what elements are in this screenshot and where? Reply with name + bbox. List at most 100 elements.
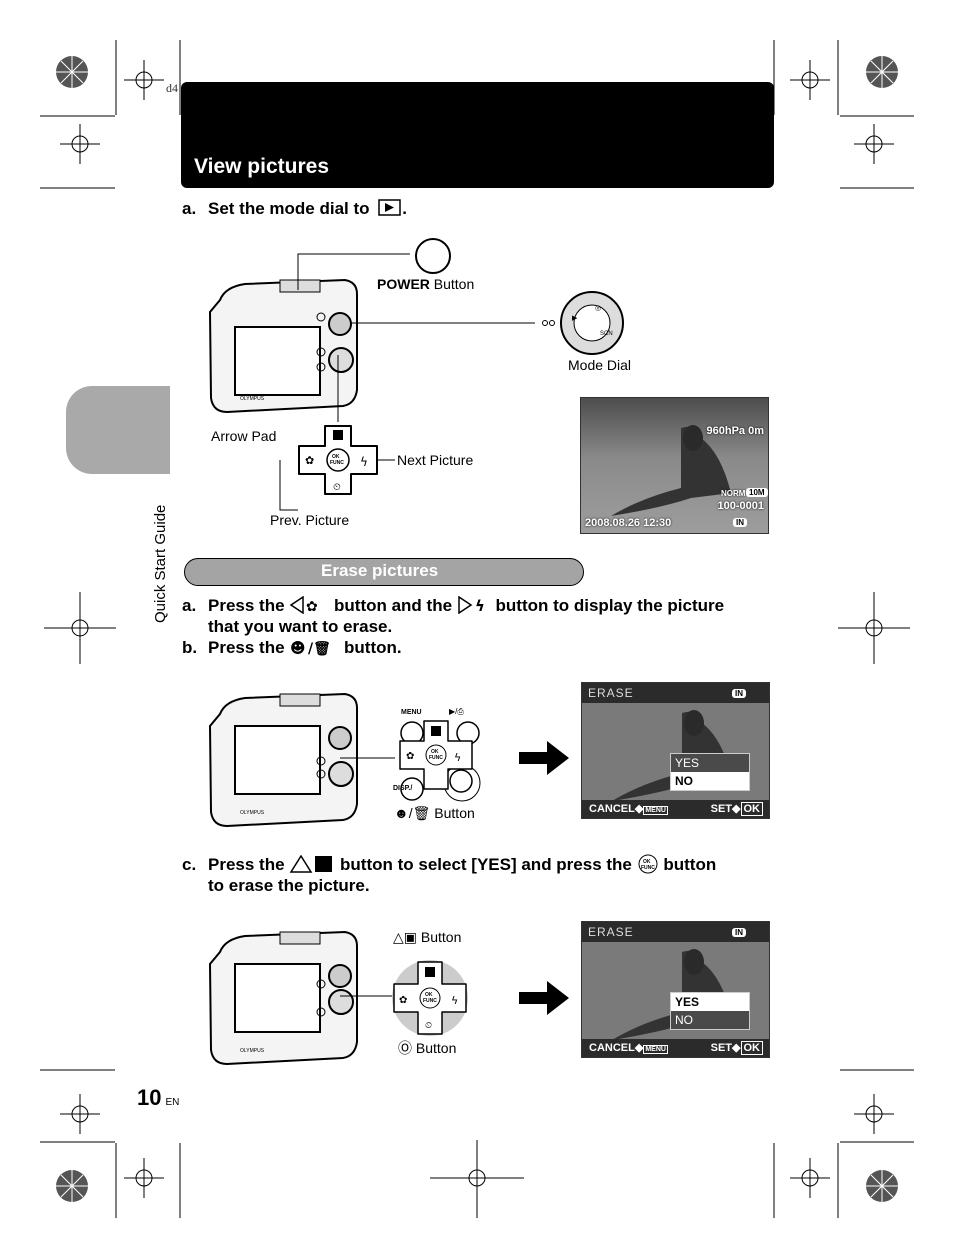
svg-text:OLYMPUS: OLYMPUS	[240, 1048, 265, 1054]
erase-icon: ☻/🗑	[394, 805, 431, 821]
side-tab	[66, 386, 170, 474]
erase-screen-yes: ERASE IN YES NO CANCEL◆MENU SET◆OK	[581, 921, 770, 1058]
erase-section-title: Erase pictures	[184, 558, 584, 586]
camera-back-illustration: OLYMPUS	[208, 278, 358, 414]
left-macro-icon: ✿	[289, 595, 318, 615]
step-text: Set the mode dial to	[208, 199, 370, 218]
option-yes[interactable]: YES	[671, 993, 749, 1011]
quality-mode: NORM	[721, 489, 746, 498]
page-title: View pictures	[194, 155, 330, 178]
svg-text:☻: ☻	[290, 639, 306, 656]
svg-text:OK: OK	[425, 992, 433, 998]
svg-text:OK: OK	[431, 749, 439, 755]
svg-text:FUNC: FUNC	[641, 865, 655, 871]
erase-menu: YES NO	[670, 753, 750, 791]
next-picture-label: Next Picture	[397, 452, 474, 468]
erase-screen-no: ERASE IN YES NO CANCEL◆MENU SET◆OK	[581, 682, 770, 819]
up-exposure-icon: △▣	[393, 929, 417, 945]
arrow-pad-icon: OK FUNC ✿ ϟ ⏲	[392, 960, 468, 1036]
camera-back-illustration: OLYMPUS	[208, 930, 358, 1066]
memory-badge: IN	[732, 928, 746, 937]
svg-text:OLYMPUS: OLYMPUS	[240, 396, 265, 402]
mode-dial-label: Mode Dial	[568, 357, 632, 373]
svg-text:✿: ✿	[406, 751, 414, 762]
erase-step-b: b.Press the ☻/🗑 button.	[182, 638, 402, 657]
erase-bottom-bar: CANCEL◆MENU SET◆OK	[582, 800, 769, 818]
svg-text:/🗑: /🗑	[308, 640, 331, 656]
disp-button-label: DISP./	[393, 785, 413, 792]
svg-text:FUNC: FUNC	[429, 755, 443, 761]
svg-text:⏲: ⏲	[333, 482, 341, 493]
set-hint: SET◆OK	[711, 802, 763, 816]
option-no[interactable]: NO	[675, 1013, 693, 1027]
pointer-line	[340, 995, 395, 997]
image-size: 10M	[746, 488, 768, 497]
file-number: 100-0001	[717, 500, 765, 512]
set-hint: SET◆OK	[711, 1041, 763, 1055]
date-time: 2008.08.26 12:30	[585, 517, 672, 529]
pointer-line	[340, 757, 395, 759]
prev-picture-label: Prev. Picture	[270, 512, 350, 528]
option-yes[interactable]: YES	[675, 756, 700, 770]
memory-badge: IN	[732, 689, 746, 698]
erase-step-c: c.Press the button to select [YES] and p…	[182, 854, 717, 895]
up-exposure-icon	[289, 854, 333, 873]
up-button-label: △▣ Button	[393, 929, 462, 945]
erase-button-icon: ☻/🗑	[290, 639, 331, 657]
svg-text:OLYMPUS: OLYMPUS	[240, 810, 265, 816]
erase-photo	[582, 922, 769, 1057]
svg-text:⏲: ⏲	[425, 1021, 432, 1031]
svg-text:✿: ✿	[305, 454, 314, 467]
arrow-pad-label: Arrow Pad	[211, 428, 277, 444]
svg-text:▶: ▶	[572, 315, 578, 322]
menu-button-label: MENU	[401, 709, 422, 716]
playback-screen: 960hPa 0m NORM 10M 100-0001 2008.08.26 1…	[580, 397, 769, 534]
ok-func-icon: Ⓞ	[398, 1040, 412, 1056]
svg-text:OK: OK	[332, 454, 340, 460]
svg-text:OK: OK	[643, 859, 651, 865]
arrow-right-icon	[519, 741, 569, 775]
playback-print-label: ▶/⎙	[449, 707, 464, 716]
erase-button-label: ☻/🗑 Button	[394, 805, 475, 821]
erase-title-bar: ERASE	[582, 922, 769, 942]
ok-button-label: Ⓞ Button	[398, 1040, 457, 1056]
view-step-a: a.Set the mode dial to .	[182, 199, 407, 218]
control-pad-icon: OK FUNC ✿ ϟ	[399, 720, 481, 802]
erase-photo	[582, 683, 769, 818]
svg-text:✿: ✿	[399, 995, 407, 1006]
mode-dial-icon: ▶ ◎ SCN	[542, 291, 624, 355]
cancel-hint: CANCEL◆MENU	[589, 1042, 668, 1054]
right-flash-icon: ϟ	[458, 595, 485, 615]
svg-text:✿: ✿	[306, 599, 318, 614]
svg-text:ϟ: ϟ	[360, 455, 368, 469]
camera-back-illustration: OLYMPUS	[208, 692, 358, 828]
erase-bottom-bar: CANCEL◆MENU SET◆OK	[582, 1039, 769, 1057]
playback-icon	[378, 199, 402, 216]
option-no[interactable]: NO	[671, 772, 749, 790]
svg-text:◎: ◎	[595, 305, 601, 312]
svg-text:ϟ: ϟ	[454, 751, 461, 764]
svg-text:ϟ: ϟ	[451, 994, 458, 1007]
pressure-readout: 960hPa 0m	[706, 425, 764, 437]
doc-code: d4	[166, 81, 178, 95]
svg-text:FUNC: FUNC	[330, 460, 344, 466]
arrow-right-icon	[519, 981, 569, 1015]
erase-menu: YES NO	[670, 992, 750, 1030]
section-header: View pictures	[181, 82, 774, 188]
svg-text:SCN: SCN	[600, 331, 613, 337]
svg-text:ϟ: ϟ	[475, 597, 485, 614]
svg-text:FUNC: FUNC	[423, 998, 437, 1004]
step-letter: a.	[182, 199, 197, 218]
pointer-lines	[279, 253, 535, 511]
erase-title-bar: ERASE	[582, 683, 769, 703]
page-lang: EN	[165, 1097, 180, 1108]
power-button-icon	[415, 238, 451, 274]
cancel-hint: CANCEL◆MENU	[589, 803, 668, 815]
erase-step-a: a.Press the ✿ button and the ϟ button to…	[182, 595, 725, 636]
playback-photo	[581, 398, 768, 533]
memory-badge: IN	[733, 518, 747, 527]
power-button-label: POWER Button	[377, 276, 475, 292]
